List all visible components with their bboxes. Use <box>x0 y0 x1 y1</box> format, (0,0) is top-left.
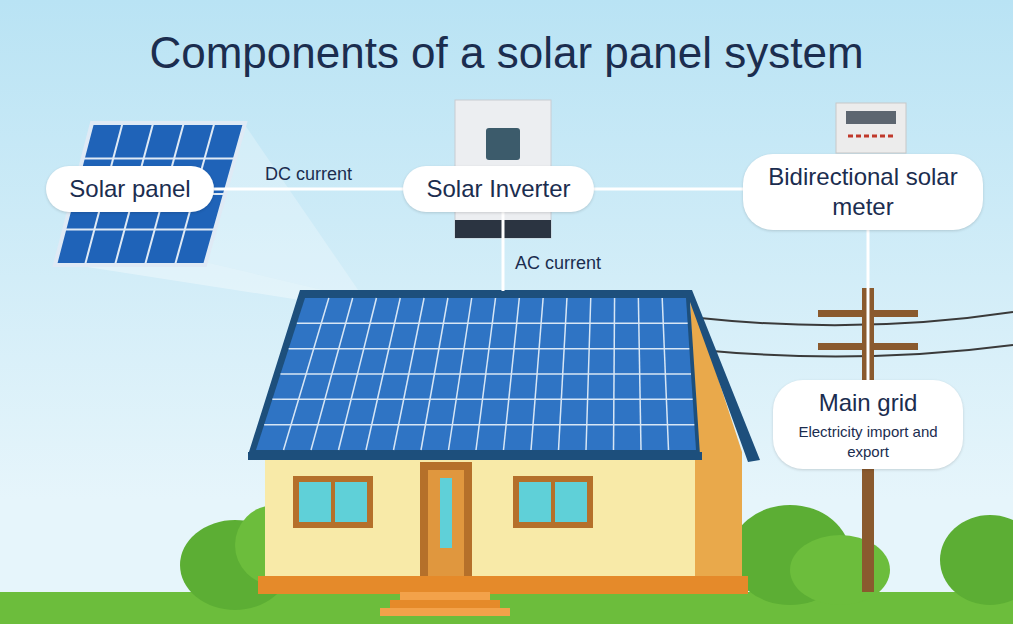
inverter-screen <box>486 128 520 160</box>
window <box>299 482 331 522</box>
connector-line <box>214 188 403 191</box>
window-frame <box>513 476 593 528</box>
door-frame <box>420 462 472 580</box>
roof-panel-line <box>531 298 543 450</box>
component-box: Solar Inverter <box>403 166 594 212</box>
step <box>400 592 490 600</box>
node-label: Bidirectional solar meter <box>765 162 961 222</box>
connector-line <box>594 188 743 191</box>
house-base <box>258 576 748 594</box>
diagram-title: Components of a solar panel system <box>0 28 1013 78</box>
component-box: Solar panel <box>46 166 214 212</box>
roof-solar-panels <box>256 298 696 450</box>
roof-panel-line <box>476 298 496 450</box>
door <box>428 470 464 580</box>
roof-panel-line <box>449 298 472 450</box>
house-front-wall <box>265 452 695 580</box>
component-box: Bidirectional solar meter <box>743 154 983 230</box>
ac-wire <box>502 212 505 291</box>
roof-panel-line <box>394 298 425 450</box>
window-frame <box>293 476 373 528</box>
roof-panel-line <box>586 298 591 450</box>
roof-eave <box>248 452 702 460</box>
solar-panel-icon <box>55 123 245 265</box>
bush <box>790 535 890 605</box>
roof-panel-line <box>366 298 400 450</box>
edge-label: DC current <box>265 164 352 185</box>
roof-panel-line <box>662 298 668 450</box>
roof-panel-line <box>504 298 520 450</box>
grid-box: Main gridElectricity import and export <box>773 380 963 469</box>
window <box>519 482 551 522</box>
meter-dials <box>848 135 894 138</box>
step <box>380 608 510 616</box>
panel-cell-line <box>83 158 235 160</box>
panel-cell-line <box>64 229 215 231</box>
roof-panel-line <box>284 298 329 450</box>
meter-device <box>836 103 906 153</box>
roof-panel-line <box>614 298 615 450</box>
roof-frame <box>248 290 760 462</box>
house-side-wall <box>695 452 742 580</box>
step <box>390 600 500 608</box>
roof-panel-line <box>638 298 641 450</box>
connector-line <box>867 230 870 380</box>
flow-label: AC current <box>515 253 601 274</box>
roof-panel-line <box>311 298 353 450</box>
node-note: Electricity import and export <box>795 422 941 461</box>
meter-display <box>846 111 896 124</box>
node-label: Solar panel <box>68 174 192 204</box>
roof-panel-line <box>421 298 448 450</box>
door-glass <box>440 478 452 548</box>
window <box>335 482 367 522</box>
window <box>555 482 587 522</box>
node-label: Solar Inverter <box>425 174 572 204</box>
roof-panel-line <box>559 298 567 450</box>
bush <box>940 515 1013 605</box>
node-label: Main grid <box>795 388 941 418</box>
